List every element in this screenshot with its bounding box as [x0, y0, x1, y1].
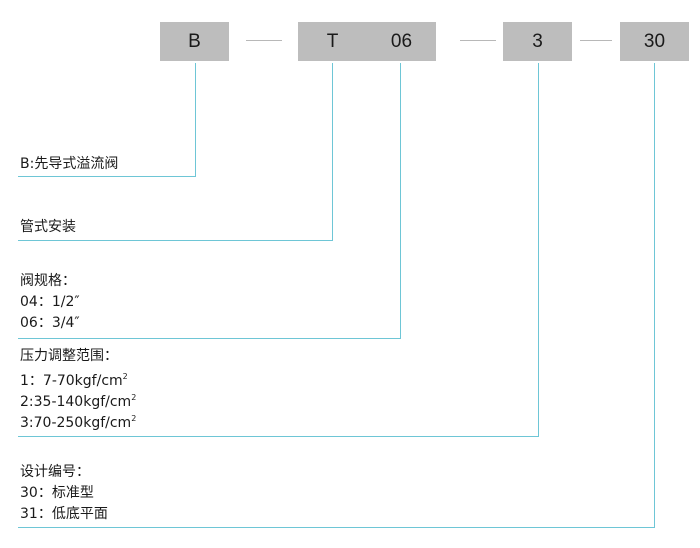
separator-dash: [460, 40, 496, 41]
code-box-design: 30: [620, 22, 689, 61]
leader-underline-mount: [18, 240, 333, 241]
leader-line-pressure: [538, 63, 539, 436]
design-option-31: 31：低底平面: [20, 506, 108, 522]
code-box-type: B: [160, 22, 229, 61]
leader-line-mount: [332, 63, 333, 240]
leader-underline-size: [18, 338, 401, 339]
leader-line-size: [400, 63, 401, 338]
leader-line-design: [654, 63, 655, 527]
pressure-option-2: 2:35-140kgf/cm2: [20, 393, 137, 410]
design-option-30: 30：标准型: [20, 485, 94, 501]
type-description: B:先导式溢流阀: [20, 156, 119, 172]
code-box-pressure: 3: [503, 22, 572, 61]
leader-underline-pressure: [18, 436, 539, 437]
leader-line-type: [195, 63, 196, 176]
code-box-mount: T: [298, 22, 367, 61]
code-box-size: 06: [367, 22, 436, 61]
pressure-option-1: 1：7-70kgf/cm2: [20, 372, 128, 389]
separator-dash: [580, 40, 612, 41]
pressure-option-3: 3:70-250kgf/cm2: [20, 414, 137, 431]
leader-underline-type: [18, 176, 196, 177]
size-option-06: 06：3/4″: [20, 315, 80, 331]
leader-underline-design: [18, 527, 655, 528]
size-title: 阀规格：: [20, 273, 76, 289]
size-option-04: 04：1/2″: [20, 294, 80, 310]
design-title: 设计编号：: [20, 464, 90, 480]
mount-description: 管式安装: [20, 219, 76, 235]
pressure-title: 压力调整范围：: [20, 348, 118, 364]
separator-dash: [246, 40, 282, 41]
